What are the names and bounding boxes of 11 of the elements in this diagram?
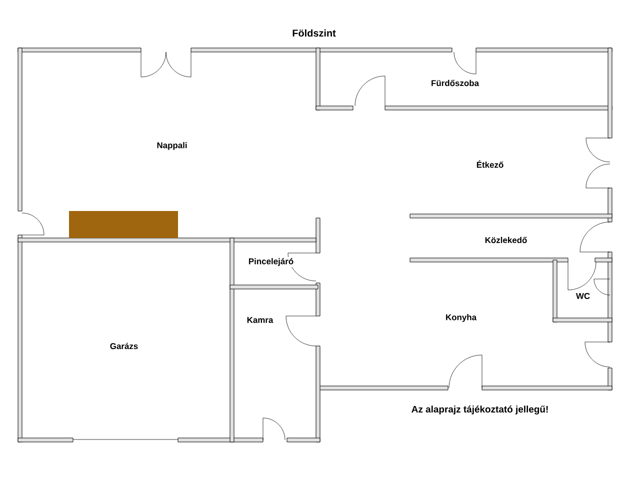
room-label: Nappali: [156, 141, 188, 151]
room-label: Közlekedő: [484, 236, 528, 244]
note: Az alaprajz tájékoztató jellegű!: [410, 404, 550, 416]
room-label: Garázs: [108, 342, 140, 350]
room-label: Konyha: [444, 313, 478, 323]
room-label: WC: [574, 292, 592, 300]
room-label: Fürdőszoba: [430, 78, 480, 88]
room-label: Kamra: [246, 316, 274, 324]
title: Földszint: [292, 29, 336, 37]
room-label: Étkező: [475, 159, 505, 169]
room-label: Pincelejáró: [247, 257, 295, 267]
